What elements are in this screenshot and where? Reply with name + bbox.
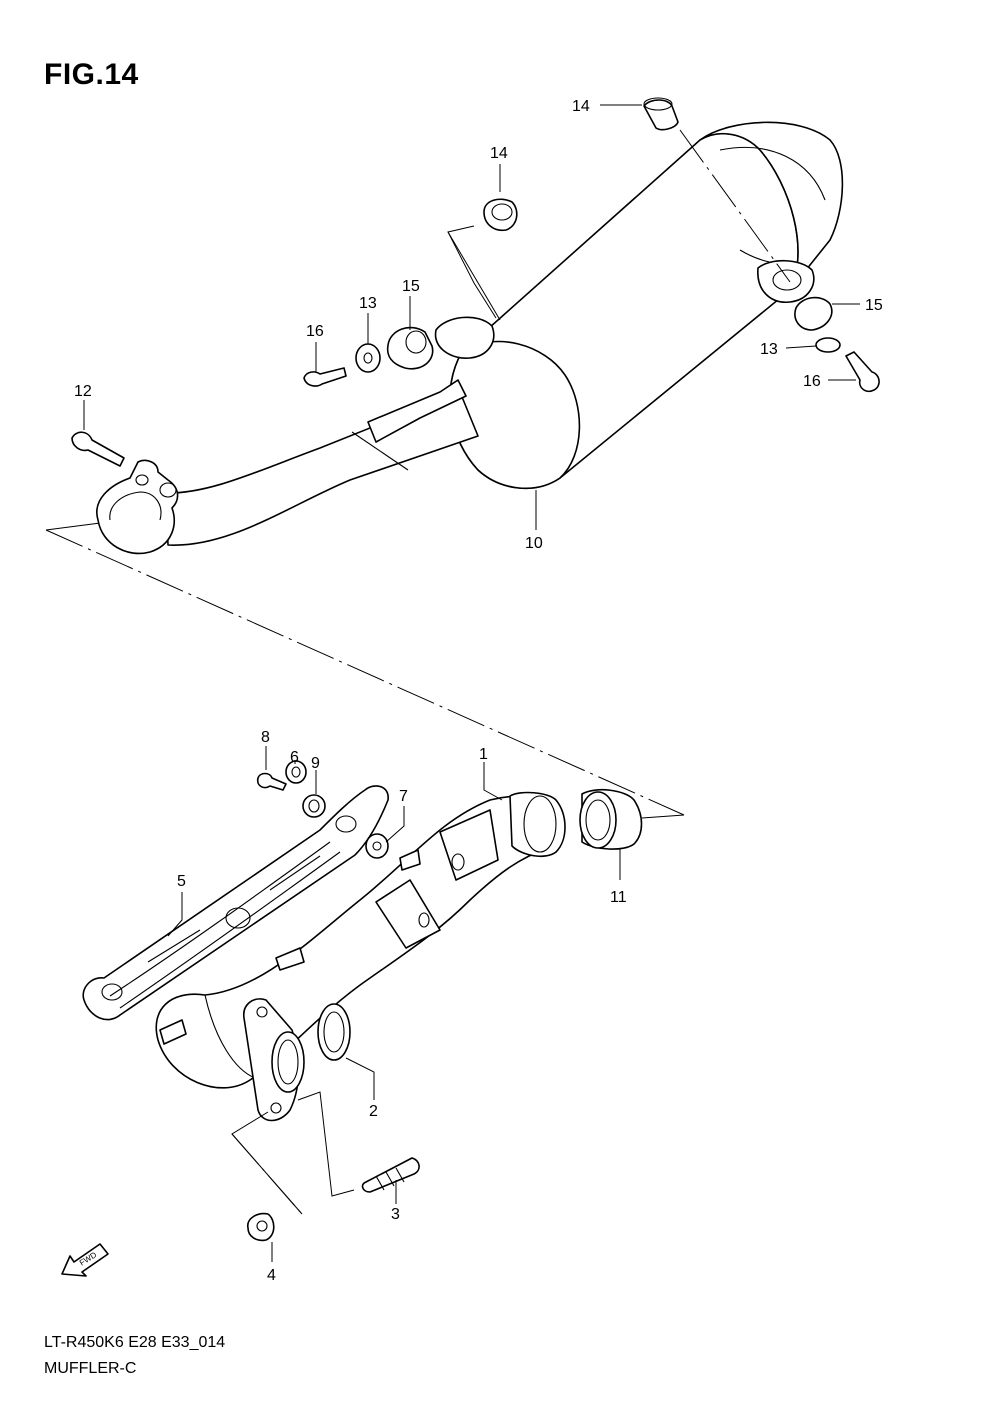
- bolt-16-right: [845, 351, 880, 393]
- callout-3: 3: [391, 1206, 400, 1223]
- callout-16-left: 16: [306, 323, 324, 340]
- callout-9: 9: [311, 755, 320, 772]
- bolt-12: [71, 431, 125, 467]
- callout-14-lower: 14: [490, 145, 508, 162]
- sleeve-11: [579, 788, 643, 850]
- callout-11: 11: [610, 889, 627, 906]
- callout-10: 10: [525, 535, 543, 552]
- cap-14-upper: [643, 97, 679, 131]
- callout-15-right: 15: [865, 297, 883, 314]
- fwd-arrow-icon: FWD: [61, 1243, 109, 1277]
- bolt-16-left: [303, 367, 347, 387]
- nut-4: [247, 1212, 275, 1242]
- callout-leaders: [83, 104, 860, 1262]
- callout-16-right: 16: [803, 373, 821, 390]
- mount-line-flange-lower-b: [231, 1133, 303, 1215]
- bolt-8: [256, 772, 287, 791]
- callout-12: 12: [74, 383, 92, 400]
- callout-5: 5: [177, 873, 186, 890]
- muffler: [96, 121, 844, 555]
- callout-13-right: 13: [760, 341, 778, 358]
- mount-line-14-upper: [679, 129, 791, 283]
- exhaust-pipe: [155, 791, 566, 1122]
- washer-7: [365, 833, 389, 859]
- mount-line-14-lower: [447, 225, 497, 319]
- alignment-line-lower: [641, 814, 685, 819]
- stud-3: [361, 1157, 420, 1193]
- callout-8: 8: [261, 729, 270, 746]
- callout-14-upper: 14: [572, 98, 590, 115]
- mount-line-flange-stud: [297, 1091, 355, 1197]
- bracket-5: [82, 785, 389, 1021]
- washer-6: [285, 760, 307, 784]
- washer-13-left: [355, 343, 381, 373]
- collar-9: [302, 794, 326, 818]
- callout-2: 2: [369, 1103, 378, 1120]
- figure-title: FIG.14: [44, 58, 139, 91]
- grommet-15-right: [794, 296, 833, 331]
- part-group-name: MUFFLER-C: [44, 1360, 137, 1377]
- callout-15-left: 15: [402, 278, 420, 295]
- mount-line-flange-lower: [231, 1111, 303, 1215]
- callout-6: 6: [290, 749, 299, 766]
- callout-1: 1: [479, 746, 488, 763]
- mount-line-14-lower-b: [447, 231, 501, 321]
- model-code: LT-R450K6 E28 E33_014: [44, 1334, 226, 1351]
- alignment-line: [45, 529, 685, 816]
- callout-13-left: 13: [359, 295, 377, 312]
- washer-13-right: [815, 337, 841, 353]
- alignment-line-upper: [45, 521, 109, 531]
- cap-14-lower: [483, 198, 518, 232]
- callout-4: 4: [267, 1267, 276, 1284]
- gasket-2: [317, 1003, 351, 1061]
- grommet-15-left: [386, 326, 434, 370]
- callout-7: 7: [399, 788, 408, 805]
